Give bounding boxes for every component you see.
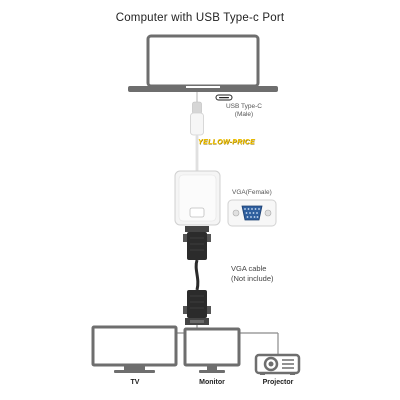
monitor-label: Monitor xyxy=(199,379,225,386)
brand-watermark: YELLOW-PRICE xyxy=(198,139,256,146)
projector-label: Projector xyxy=(262,379,294,386)
vga-cable-label: VGA cable (Not include) xyxy=(231,264,274,284)
vga-female-port-icon xyxy=(227,199,277,227)
vga-female-label: VGA(Female) xyxy=(232,189,272,196)
tv-icon xyxy=(91,325,178,373)
vga-cable xyxy=(194,259,200,291)
vga-plug-top-icon xyxy=(183,226,211,260)
usb-type-c-label-line2: (Male) xyxy=(234,111,254,118)
laptop-icon xyxy=(128,34,278,92)
tv-label: TV xyxy=(130,379,140,386)
vga-adapter-icon xyxy=(174,170,221,226)
usb-c-connector xyxy=(190,101,204,136)
diagram-title: Computer with USB Type-c Port xyxy=(115,12,285,24)
vga-plug-bottom-icon xyxy=(183,290,211,325)
projector-icon xyxy=(254,353,301,375)
usb-c-port-icon xyxy=(215,94,233,101)
vga-cable-label-line2: (Not include) xyxy=(231,274,274,283)
usb-type-c-label: USB Type-C (Male) xyxy=(224,103,264,119)
vga-cable-label-line1: VGA cable xyxy=(231,264,267,273)
usb-type-c-label-line1: USB Type-C xyxy=(225,103,262,110)
monitor-icon xyxy=(183,327,241,373)
